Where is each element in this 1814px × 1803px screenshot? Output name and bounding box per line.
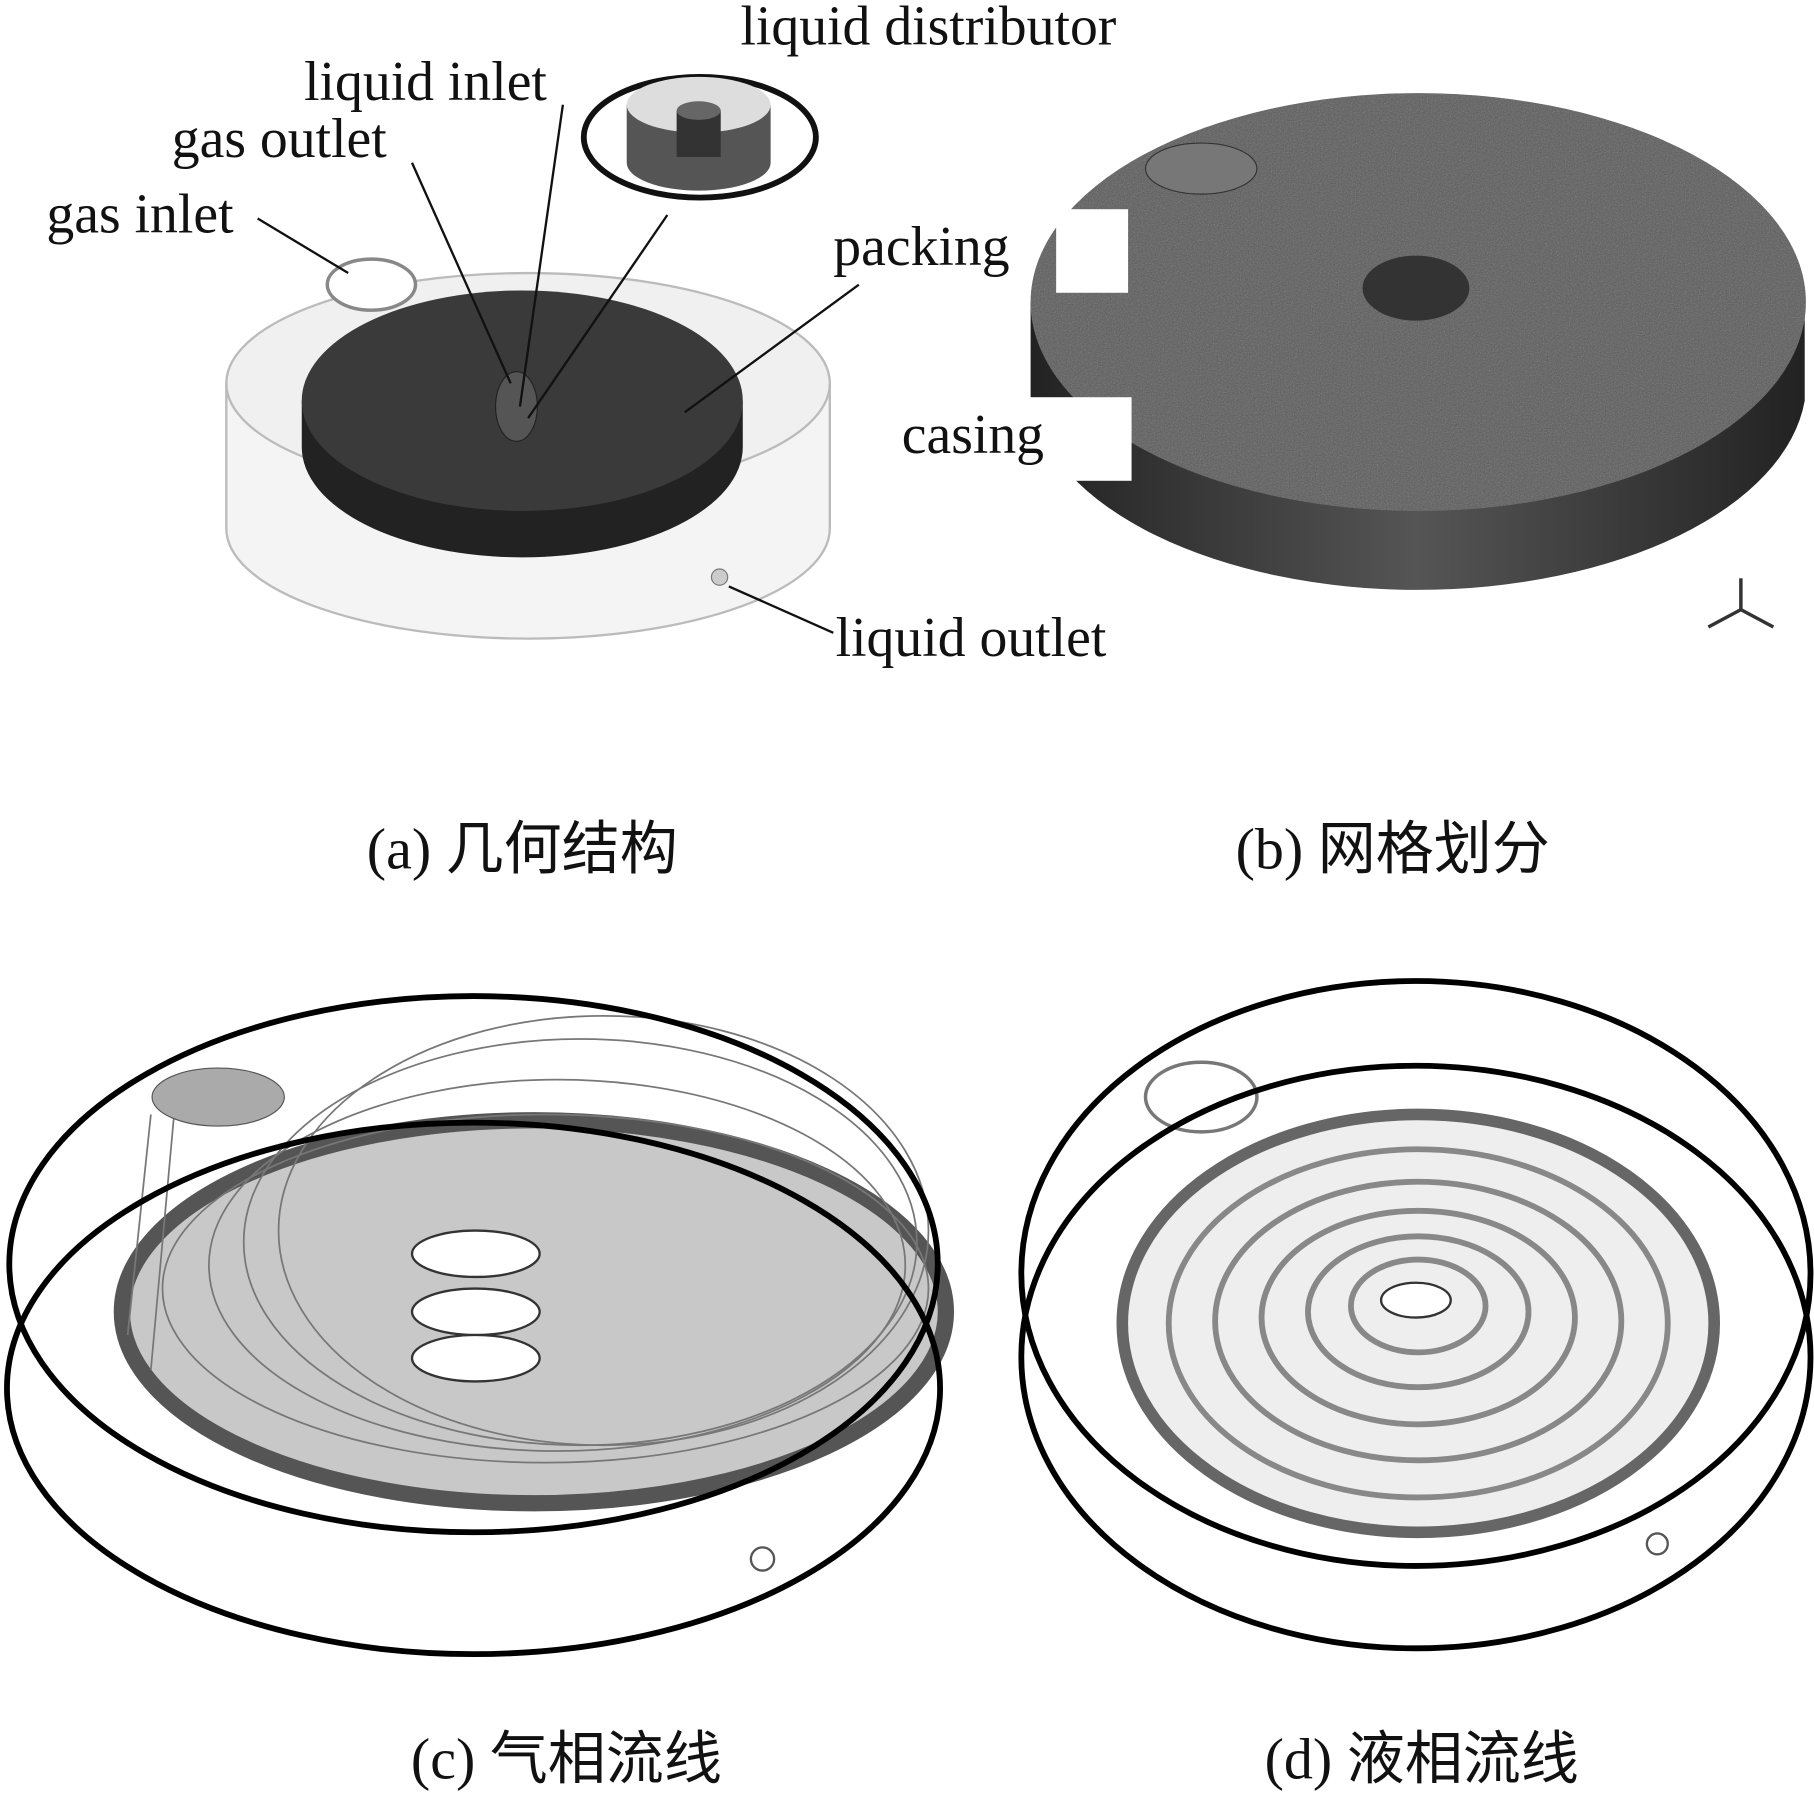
gas-inlet-port — [325, 257, 418, 312]
liquid-streamline-disk — [1116, 1108, 1720, 1539]
leader-lines — [257, 104, 860, 634]
label-casing: casing — [902, 404, 1044, 466]
label-packing: packing — [833, 216, 1009, 278]
panel-d-liquid-streamlines: (d) 液相流线 — [1018, 978, 1814, 1791]
label-liquid-inlet: liquid inlet — [304, 51, 547, 113]
center-inlet — [494, 371, 538, 442]
gas-inlet-swirl — [151, 1067, 285, 1127]
liquid-outlet-port — [710, 568, 729, 586]
panel-b-mesh: casing (b) 网格划分 — [893, 93, 1806, 881]
label-liquid-outlet: liquid outlet — [836, 607, 1107, 669]
caption-c: (c) 气相流线 — [411, 1726, 722, 1791]
caption-b: (b) 网格划分 — [1236, 816, 1550, 881]
axis-triad-icon — [1707, 578, 1775, 629]
panel-a-geometry: liquid distributor liquid inlet gas outl… — [46, 0, 1116, 881]
label-gas-inlet: gas inlet — [46, 183, 234, 245]
label-liquid-distributor: liquid distributor — [740, 0, 1116, 57]
panel-c-gas-streamlines: (c) 气相流线 — [4, 993, 955, 1791]
label-gas-outlet: gas outlet — [172, 108, 388, 170]
mesh-center-hole — [1362, 255, 1470, 321]
mesh-gas-inlet — [1144, 142, 1258, 195]
caption-a: (a) 几何结构 — [367, 816, 678, 881]
caption-d: (d) 液相流线 — [1265, 1726, 1579, 1791]
center-distributor — [410, 1229, 541, 1383]
liquid-distributor-inset — [580, 74, 819, 201]
